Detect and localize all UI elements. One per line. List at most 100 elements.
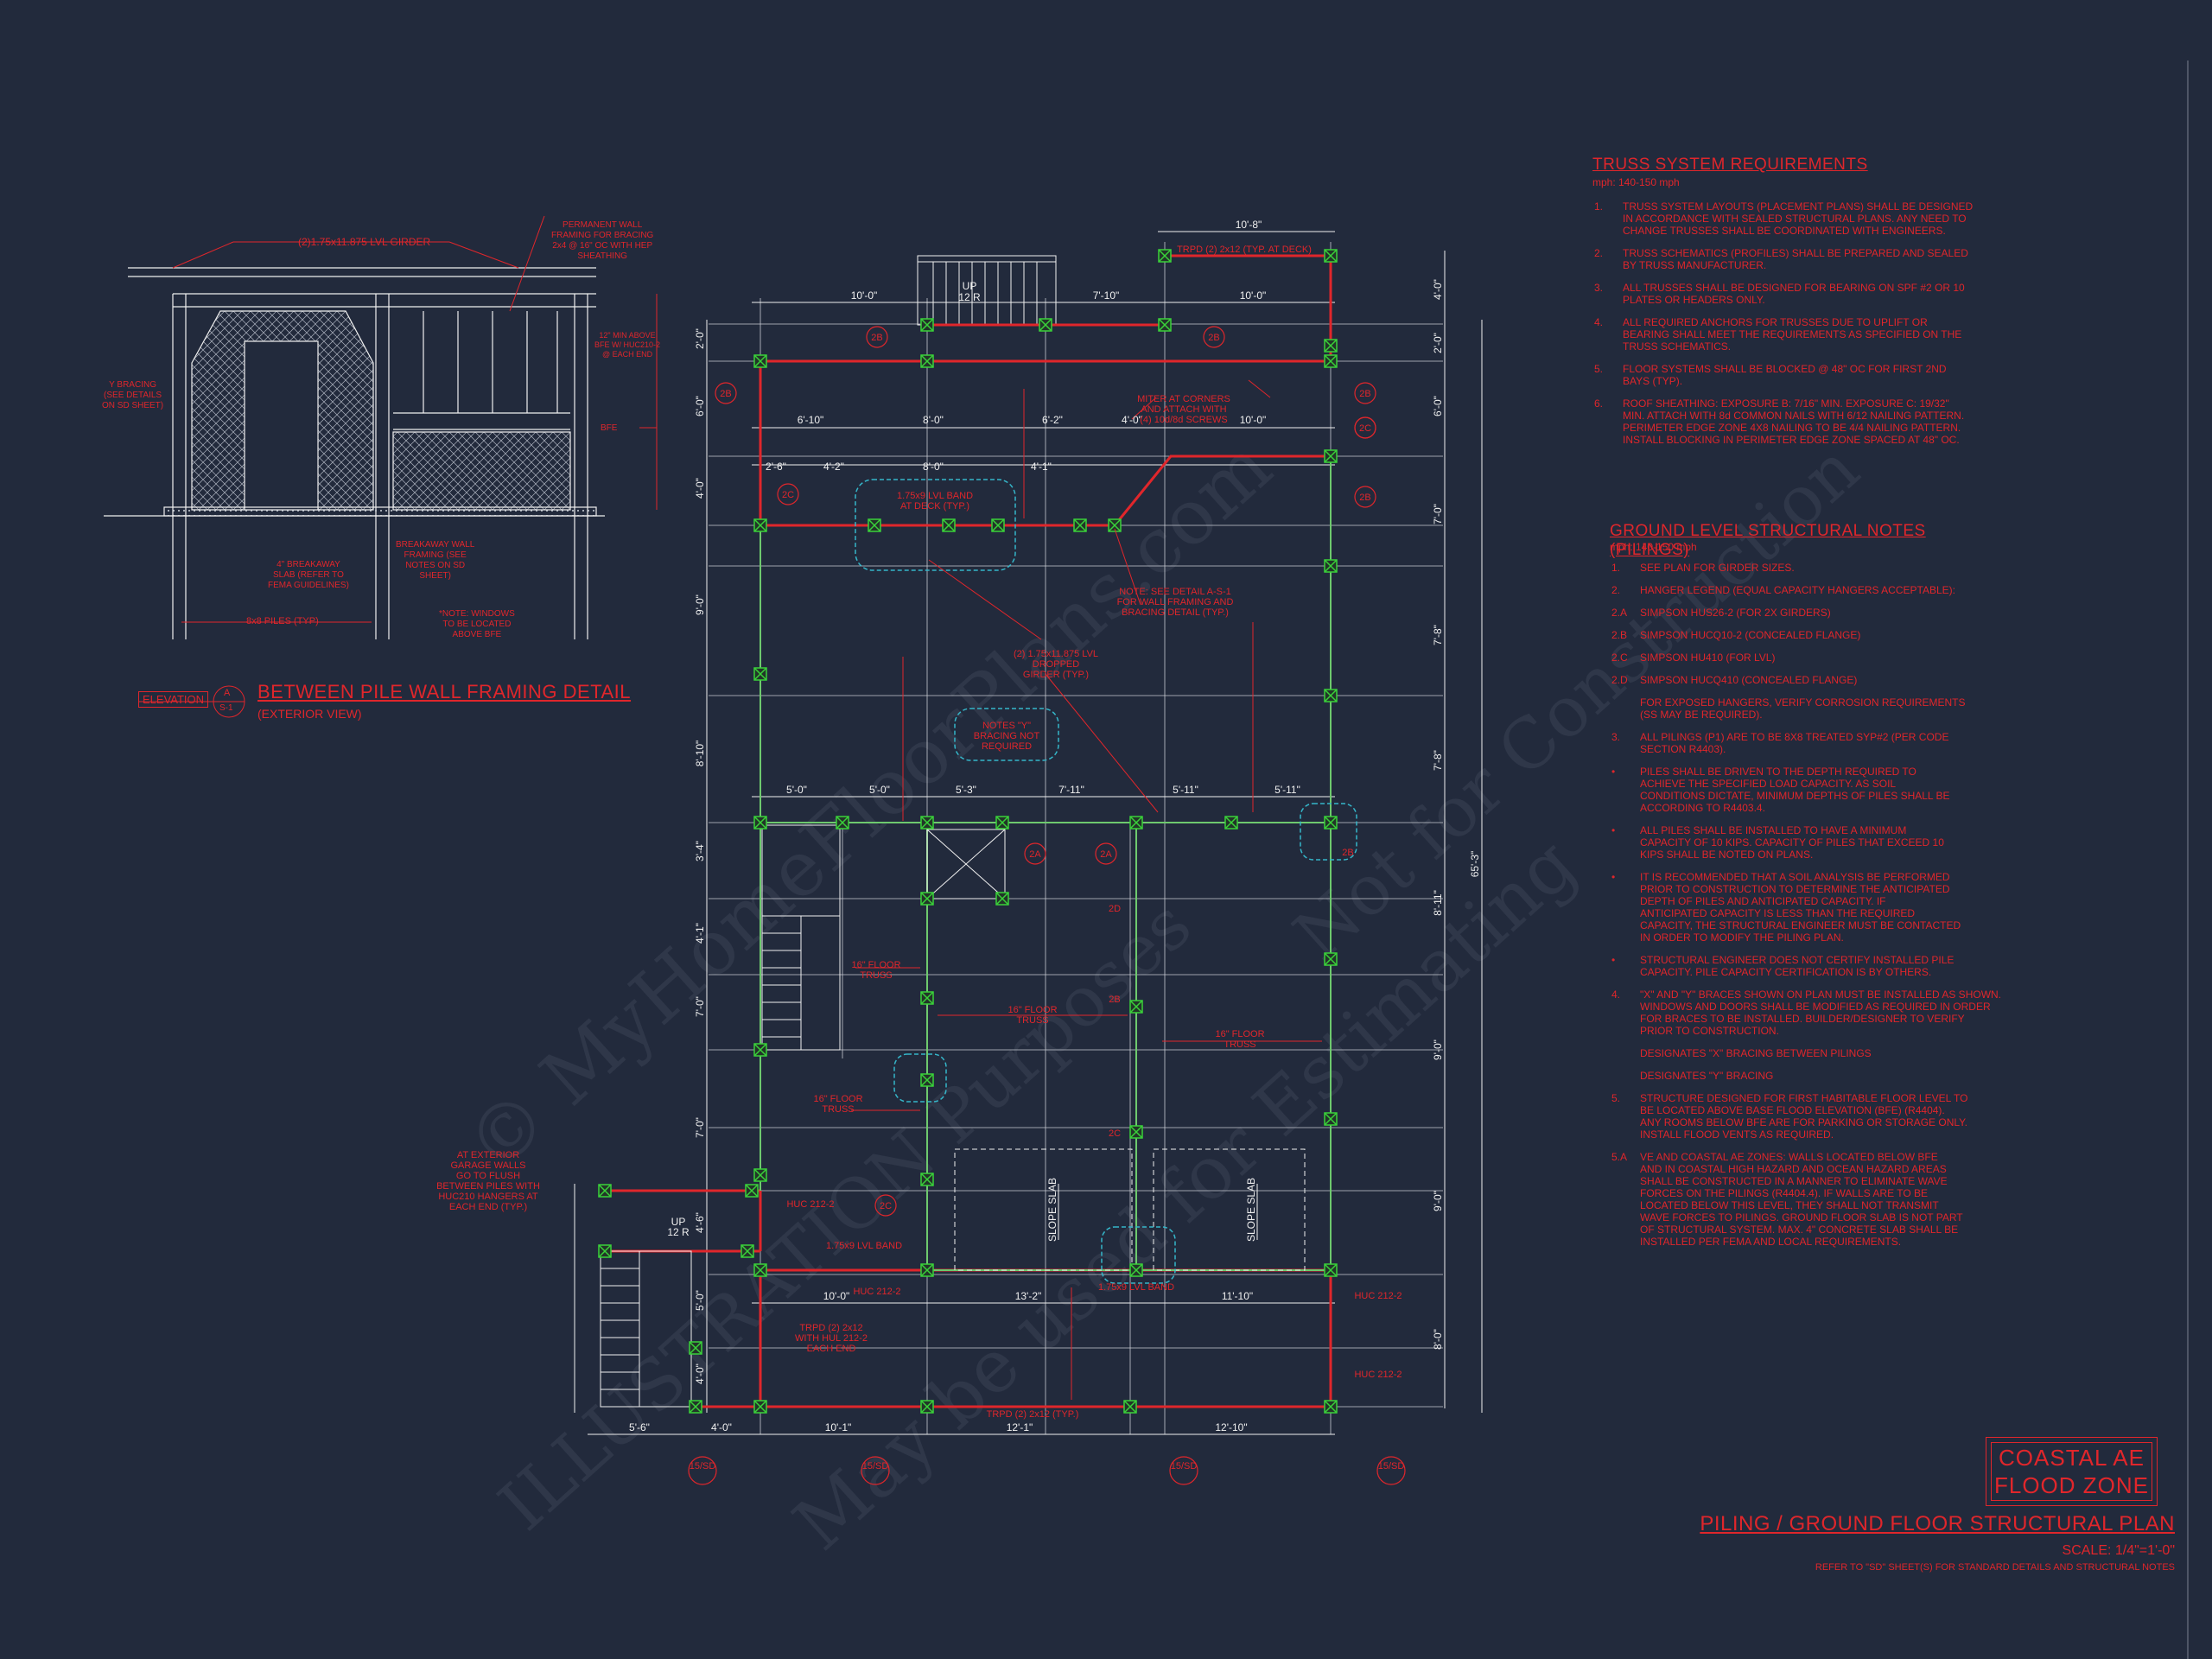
dim-left: 7'-0"	[694, 1117, 706, 1138]
dim-right: 4'-0"	[1432, 279, 1444, 300]
dim-left: 8'-10"	[694, 741, 706, 767]
wall-framing-detail	[104, 267, 605, 639]
dim-top: 6'-10"	[798, 414, 824, 426]
piling-box	[1324, 952, 1338, 966]
plan-title: PILING / GROUND FLOOR STRUCTURAL PLAN	[1700, 1512, 2175, 1535]
dim-bottom: 12'-1"	[1007, 1421, 1033, 1433]
dim-left: 4'-0"	[694, 1363, 706, 1384]
piling-box	[753, 1400, 767, 1414]
stair-rise-top: 12 R	[958, 291, 981, 303]
piling-box	[1324, 1263, 1338, 1277]
exterior-garage-note: GO TO FLUSH	[456, 1171, 520, 1181]
dim-right: 8'-11"	[1432, 890, 1444, 916]
piling-box	[995, 892, 1009, 906]
exterior-garage-note: EACH END (TYP.)	[449, 1202, 527, 1212]
note-text-line: HANGER LEGEND (EQUAL CAPACITY HANGERS AC…	[1640, 584, 1955, 596]
detail-ref-letter: A	[224, 688, 231, 698]
piling-box	[741, 1244, 754, 1258]
girder-top-label: TRPD (2) 2x12 (TYP. AT DECK)	[1177, 245, 1312, 255]
piling-box	[1324, 816, 1338, 830]
note-text-line: VE AND COASTAL AE ZONES: WALLS LOCATED B…	[1640, 1151, 1938, 1163]
note-text-line: KIPS SHALL BE NOTED ON PLANS.	[1640, 849, 1814, 861]
flood-zone-box: COASTAL AE FLOOD ZONE	[1986, 1437, 2158, 1506]
piling-box	[1324, 449, 1338, 463]
piling-box	[1129, 1125, 1143, 1139]
note-text-line: (SS MAY BE REQUIRED).	[1640, 709, 1763, 721]
dim-left: 2'-0"	[694, 328, 706, 349]
piling-box	[689, 1341, 702, 1355]
note-text-line: IT IS RECOMMENDED THAT A SOIL ANALYSIS B…	[1640, 871, 1950, 883]
note-text-line: "X" AND "Y" BRACES SHOWN ON PLAN MUST BE…	[1640, 988, 2002, 1001]
sd-tag-label: 15/SD	[690, 1461, 716, 1471]
note-text-line: SIMPSON HUS26-2 (FOR 2X GIRDERS)	[1640, 607, 1831, 619]
piling-box	[1073, 518, 1087, 532]
piling-box	[598, 1184, 612, 1198]
note-number: 5.A	[1611, 1151, 1628, 1163]
note-number: •	[1611, 766, 1616, 778]
floor-truss-label: TRUSS	[1224, 1039, 1255, 1050]
note-number: 2.C	[1611, 652, 1628, 664]
slope-slab-label: SLOPE SLAB	[1245, 1178, 1257, 1242]
y-bracing-note: REQUIRED	[982, 741, 1032, 752]
piling-box	[1129, 1000, 1143, 1014]
dim-bottom: 13'-2"	[1015, 1290, 1042, 1302]
dim-right: 8'-0"	[1432, 1329, 1444, 1350]
note-text-line: PILES SHALL BE DRIVEN TO THE DEPTH REQUI…	[1640, 766, 1916, 778]
note-text-line: BEARING SHALL MEET THE REQUIREMENTS AS S…	[1623, 328, 1962, 340]
note-text-line: INSTALL BLOCKING IN PERIMETER EDGE ZONE …	[1623, 434, 1960, 446]
plan-refer-note: REFER TO "SD" SHEET(S) FOR STANDARD DETA…	[1815, 1562, 2175, 1573]
note-text-line: DEPTH OF PILES AND ANTICIPATED CAPACITY.…	[1640, 895, 1886, 907]
note-text-line: TRUSS SCHEMATICS.	[1623, 340, 1732, 353]
piling-box	[920, 816, 934, 830]
piling-box	[1123, 1400, 1137, 1414]
dim-left: 4'-6"	[694, 1212, 706, 1233]
note-text-line: FORCES ON THE PILINGS (R4404.4). IF WALL…	[1640, 1187, 1928, 1199]
piling-box	[920, 1173, 934, 1186]
note-number: 5.	[1611, 1092, 1621, 1104]
piling-box	[1108, 518, 1122, 532]
piling-box	[868, 518, 881, 532]
tag-label: 2C	[1359, 423, 1371, 434]
note-text-line: FOR BRACES TO BE INSTALLED. BUILDER/DESI…	[1640, 1013, 1965, 1025]
see-detail-note: BRACING DETAIL (TYP.)	[1122, 607, 1229, 618]
note-text-line: PLATES OR HEADERS ONLY.	[1623, 294, 1765, 306]
truss-notes-sub: mph: 140-150 mph	[1592, 176, 1680, 188]
see-detail-note: FOR WALL FRAMING AND	[1117, 597, 1234, 607]
note-number: 1.	[1611, 562, 1621, 574]
dim-bottom: 5'-6"	[629, 1421, 650, 1433]
note-text-line: INSTALLED PER FEMA AND LOCAL REQUIREMENT…	[1640, 1236, 1902, 1248]
piling-box	[995, 816, 1009, 830]
note-number: 2.	[1611, 584, 1621, 596]
note-text-line: BE LOCATED ABOVE BASE FLOOD ELEVATION (B…	[1640, 1104, 1945, 1116]
note-number: •	[1611, 824, 1616, 836]
dim-bottom: 4'-0"	[711, 1421, 732, 1433]
note-number: 2.	[1594, 247, 1604, 259]
note-text-line: TRUSS SYSTEM LAYOUTS (PLACEMENT PLANS) S…	[1623, 200, 1974, 213]
dim-right: 6'-0"	[1432, 396, 1444, 416]
note-text-line: ALL PILES SHALL BE INSTALLED TO HAVE A M…	[1640, 824, 1907, 836]
dim-overall: 65'-3"	[1469, 851, 1481, 878]
tag-label: 2B	[1342, 848, 1353, 858]
girder-lvl-note: DROPPED	[1033, 659, 1079, 670]
piling-box	[1129, 1263, 1143, 1277]
piling-box	[1324, 1112, 1338, 1126]
exterior-garage-note: AT EXTERIOR	[457, 1150, 519, 1160]
note-number: •	[1611, 954, 1616, 966]
note-text-line: LOCATED BELOW THIS LEVEL, THEY SHALL NOT…	[1640, 1199, 1939, 1211]
see-detail-note: NOTE: SEE DETAIL A-S-1	[1119, 587, 1231, 597]
detail-ref-bubble	[138, 685, 245, 718]
hanger-label: HUC 212-2	[786, 1199, 834, 1210]
dim-left: 4'-1"	[694, 923, 706, 944]
note-text-line: ACCORDING TO R4403.4.	[1640, 802, 1765, 814]
dim-left: 3'-4"	[694, 841, 706, 861]
floor-truss-label: TRUSS	[822, 1104, 854, 1115]
dim-mid: 5'-11"	[1274, 784, 1300, 796]
piling-box	[920, 892, 934, 906]
note-text-line: CAPACITY OF 10 KIPS. CAPACITY OF PILES T…	[1640, 836, 1944, 849]
exterior-garage-note: HUC210 HANGERS AT	[438, 1192, 538, 1202]
note-number: 6.	[1594, 397, 1604, 410]
floor-truss-label: 16" FLOOR	[813, 1094, 862, 1104]
piling-box	[1158, 249, 1172, 263]
